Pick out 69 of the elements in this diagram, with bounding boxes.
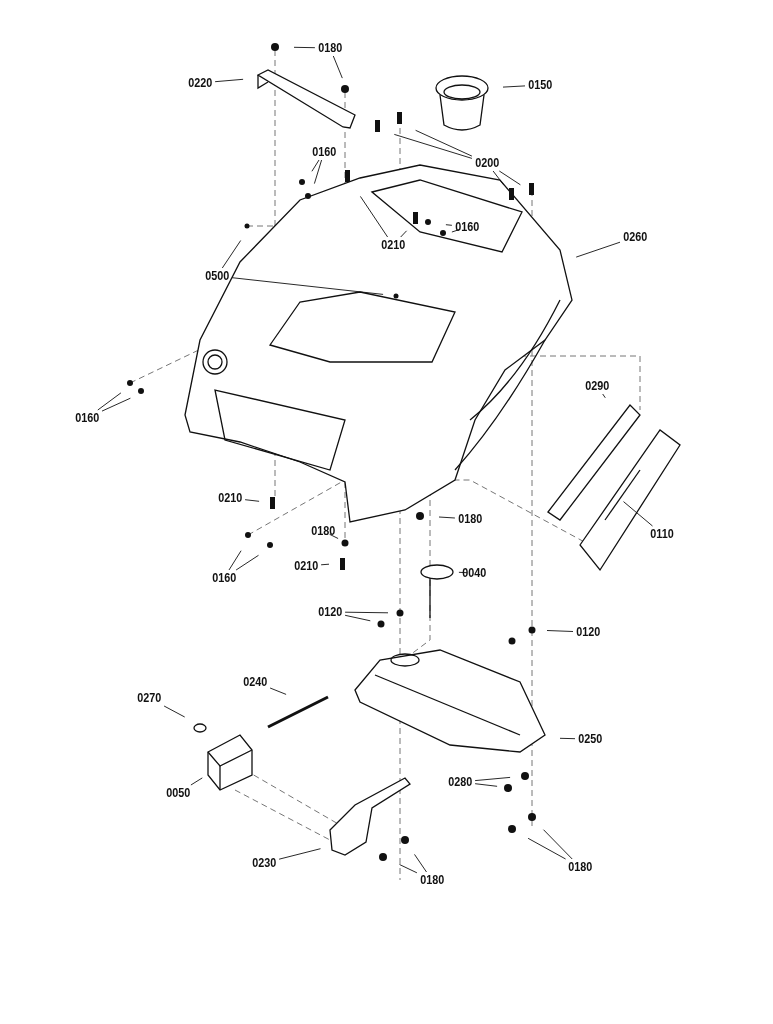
leader-line — [320, 563, 330, 566]
callout-number: 0210 — [216, 491, 243, 505]
leader-line — [400, 230, 408, 238]
leader-line — [190, 777, 203, 786]
leader-line — [235, 554, 259, 571]
callout-number: 0240 — [241, 675, 268, 689]
leader-line — [97, 392, 122, 411]
callout-number: 0260 — [621, 230, 648, 244]
leader-line — [415, 129, 473, 157]
leader-line — [445, 224, 453, 226]
leader-line — [602, 393, 606, 399]
leader-line — [492, 170, 505, 186]
callout-number: 0250 — [576, 732, 603, 746]
callout-number: 0270 — [135, 691, 162, 705]
leader-line — [575, 241, 621, 258]
leader-line — [344, 614, 371, 622]
leader-line — [163, 705, 186, 718]
callout-number: 0180 — [309, 524, 336, 538]
callout-number: 0290 — [583, 379, 610, 393]
leader-line — [393, 133, 473, 159]
leader-line — [527, 837, 567, 860]
leader-line — [546, 630, 574, 632]
leader-line — [332, 55, 343, 79]
leader-line — [414, 853, 427, 873]
callout-number: 0180 — [418, 873, 445, 887]
leader-line — [329, 533, 339, 539]
callout-number: 0500 — [203, 269, 230, 283]
leader-line — [474, 783, 498, 787]
leader-line — [359, 195, 389, 238]
callout-number: 0110 — [649, 527, 675, 541]
callout-number: 0180 — [456, 512, 483, 526]
callout-number: 0210 — [292, 559, 319, 573]
leader-line — [399, 864, 418, 874]
callout-number: 0050 — [164, 786, 191, 800]
leader-line — [221, 240, 242, 269]
leader-line — [313, 159, 323, 185]
leader-line — [214, 78, 244, 83]
callout-number: 0220 — [186, 76, 213, 90]
callout-number: 0160 — [310, 145, 337, 159]
leader-line — [623, 501, 653, 527]
leader-line — [269, 687, 287, 695]
leader-line — [278, 848, 321, 860]
callout-number: 0210 — [379, 238, 406, 252]
leader-line — [311, 159, 320, 172]
callout-number: 0120 — [574, 625, 601, 639]
callout-number: 0160 — [453, 220, 480, 234]
leader-line — [101, 397, 131, 412]
leader-line — [474, 776, 511, 782]
callout-number: 0160 — [73, 411, 100, 425]
leader-line — [502, 85, 526, 88]
callout-number: 0150 — [526, 78, 553, 92]
leader-line — [244, 499, 260, 502]
callout-number: 0040 — [460, 566, 487, 580]
leader-line — [438, 516, 456, 519]
callout-number: 0280 — [446, 775, 473, 789]
leader-line — [344, 611, 389, 614]
leader-line — [231, 277, 384, 295]
leader-line — [293, 46, 316, 49]
callout-number: 0200 — [473, 156, 500, 170]
callout-number: 0120 — [316, 605, 343, 619]
callout-number: 0160 — [210, 571, 237, 585]
callout-number: 0230 — [250, 856, 277, 870]
callout-number: 0180 — [566, 860, 593, 874]
leader-line — [543, 829, 573, 860]
leader-line — [458, 571, 468, 574]
leader-line — [559, 737, 576, 740]
leader-line — [228, 550, 242, 571]
callout-number: 0180 — [316, 41, 343, 55]
leader-line — [498, 170, 521, 186]
